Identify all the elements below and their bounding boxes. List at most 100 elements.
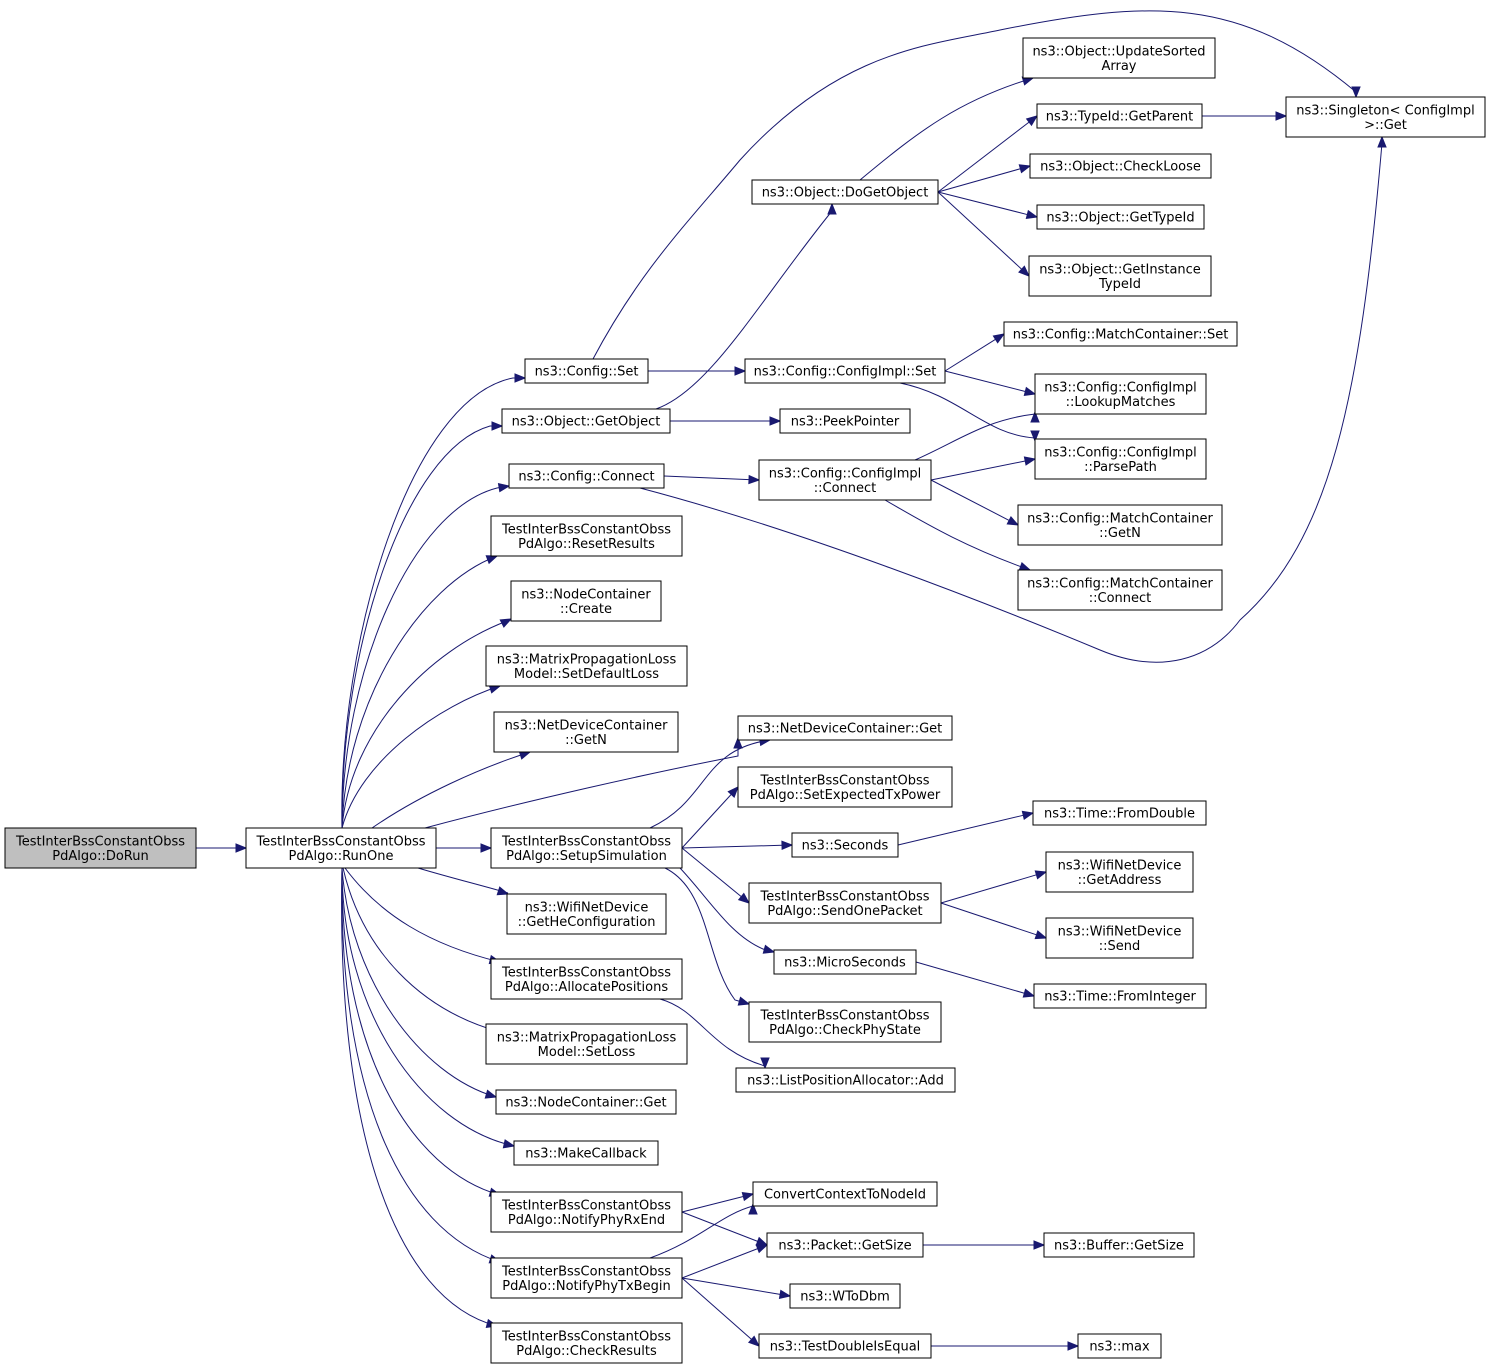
node-box[interactable] [735,1067,956,1093]
node-box[interactable] [758,1333,932,1359]
node-box[interactable] [791,832,899,858]
node-box[interactable] [493,711,679,753]
function-node-n29[interactable]: ns3::ListPositionAllocator::Add [735,1067,956,1093]
function-node-n7[interactable]: ns3::MatrixPropagationLossModel::SetDefa… [485,645,688,687]
node-box[interactable] [1033,983,1207,1009]
function-node-n42[interactable]: ns3::Config::MatchContainer::GetN [1017,504,1223,546]
function-node-n28[interactable]: TestInterBssConstantObssPdAlgo::CheckPhy… [748,1001,942,1043]
function-node-n37[interactable]: ns3::Object::GetTypeId [1036,204,1205,230]
node-box[interactable] [490,958,683,1000]
node-box[interactable] [508,463,665,489]
node-box[interactable] [485,645,688,687]
function-node-n40[interactable]: ns3::Config::ConfigImpl::LookupMatches [1034,373,1207,415]
node-box[interactable] [1045,851,1194,893]
node-box[interactable] [1036,204,1205,230]
node-box[interactable] [506,893,667,935]
function-node-n16[interactable]: TestInterBssConstantObssPdAlgo::NotifyPh… [490,1257,683,1299]
node-box[interactable] [737,766,953,808]
function-node-n32[interactable]: ns3::WToDbm [789,1283,901,1309]
function-node-n17[interactable]: TestInterBssConstantObssPdAlgo::CheckRes… [490,1322,683,1364]
function-node-n25[interactable]: ns3::Seconds [791,832,899,858]
function-node-n4[interactable]: ns3::Config::Connect [508,463,665,489]
node-box[interactable] [490,1191,683,1233]
function-node-n30[interactable]: ConvertContextToNodeId [752,1181,938,1207]
node-box[interactable] [524,358,649,384]
function-node-n15[interactable]: TestInterBssConstantObssPdAlgo::NotifyPh… [490,1191,683,1233]
function-node-n21[interactable]: ns3::PeekPointer [779,408,911,434]
node-box[interactable] [779,408,911,434]
node-box[interactable] [490,1257,683,1299]
function-node-n47[interactable]: ns3::Time::FromInteger [1033,983,1207,1009]
function-node-n33[interactable]: ns3::TestDoubleIsEqual [758,1333,932,1359]
node-box[interactable] [490,827,683,869]
function-node-n44[interactable]: ns3::Time::FromDouble [1032,800,1207,826]
node-box[interactable] [744,358,946,384]
node-box[interactable] [766,1232,924,1258]
function-node-n5[interactable]: TestInterBssConstantObssPdAlgo::ResetRes… [490,515,683,557]
function-node-n49[interactable]: ns3::max [1077,1333,1162,1359]
node-box[interactable] [1034,438,1207,480]
function-node-n35[interactable]: ns3::TypeId::GetParent [1036,103,1203,129]
function-node-n39[interactable]: ns3::Config::MatchContainer::Set [1003,321,1238,347]
node-box[interactable] [1043,1232,1195,1258]
function-node-n10[interactable]: ns3::WifiNetDevice::GetHeConfiguration [506,893,667,935]
node-box[interactable] [1028,255,1212,297]
node-box[interactable] [1045,917,1194,959]
function-node-n31[interactable]: ns3::Packet::GetSize [766,1232,924,1258]
node-box[interactable] [1285,96,1486,138]
node-box[interactable] [4,827,197,869]
node-box[interactable] [752,1181,938,1207]
node-box[interactable] [1077,1333,1162,1359]
function-node-n48[interactable]: ns3::Buffer::GetSize [1043,1232,1195,1258]
function-node-n22[interactable]: ns3::Config::ConfigImpl::Connect [758,459,932,501]
node-box[interactable] [751,179,939,205]
function-node-n6[interactable]: ns3::NodeContainer::Create [510,580,662,622]
node-box[interactable] [501,408,671,434]
node-box[interactable] [1017,569,1223,611]
function-node-n20[interactable]: ns3::Object::DoGetObject [751,179,939,205]
node-box[interactable] [1036,103,1203,129]
function-node-n45[interactable]: ns3::WifiNetDevice::GetAddress [1045,851,1194,893]
function-node-n11[interactable]: TestInterBssConstantObssPdAlgo::Allocate… [490,958,683,1000]
function-node-n14[interactable]: ns3::MakeCallback [513,1140,659,1166]
node-box[interactable] [1017,504,1223,546]
node-box[interactable] [245,827,437,869]
function-node-n26[interactable]: TestInterBssConstantObssPdAlgo::SendOneP… [748,882,942,924]
function-node-n2[interactable]: ns3::Config::Set [524,358,649,384]
function-node-n18[interactable]: ns3::Singleton< ConfigImpl >::Get [1285,96,1486,138]
node-box[interactable] [490,1322,683,1364]
node-box[interactable] [510,580,662,622]
function-node-n8[interactable]: ns3::NetDeviceContainer::GetN [493,711,679,753]
node-box[interactable] [1034,373,1207,415]
function-node-n19[interactable]: ns3::Config::ConfigImpl::Set [744,358,946,384]
node-box[interactable] [789,1283,901,1309]
function-node-n13[interactable]: ns3::NodeContainer::Get [495,1089,677,1115]
node-box[interactable] [513,1140,659,1166]
function-node-n41[interactable]: ns3::Config::ConfigImpl::ParsePath [1034,438,1207,480]
node-box[interactable] [1022,37,1216,79]
node-box[interactable] [1029,153,1212,179]
function-node-n36[interactable]: ns3::Object::CheckLoose [1029,153,1212,179]
node-box[interactable] [758,459,932,501]
function-node-n46[interactable]: ns3::WifiNetDevice::Send [1045,917,1194,959]
node-box[interactable] [773,949,917,975]
function-node-n43[interactable]: ns3::Config::MatchContainer::Connect [1017,569,1223,611]
function-node-n27[interactable]: ns3::MicroSeconds [773,949,917,975]
function-node-n3[interactable]: ns3::Object::GetObject [501,408,671,434]
node-box[interactable] [737,715,953,741]
node-box[interactable] [490,515,683,557]
function-node-n24[interactable]: TestInterBssConstantObssPdAlgo::SetExpec… [737,766,953,808]
node-box[interactable] [748,882,942,924]
node-box[interactable] [748,1001,942,1043]
function-node-n23[interactable]: ns3::NetDeviceContainer::Get [737,715,953,741]
node-box[interactable] [1003,321,1238,347]
node-box[interactable] [485,1023,688,1065]
function-node-n9[interactable]: TestInterBssConstantObssPdAlgo::SetupSim… [490,827,683,869]
node-box[interactable] [495,1089,677,1115]
node-box[interactable] [1032,800,1207,826]
